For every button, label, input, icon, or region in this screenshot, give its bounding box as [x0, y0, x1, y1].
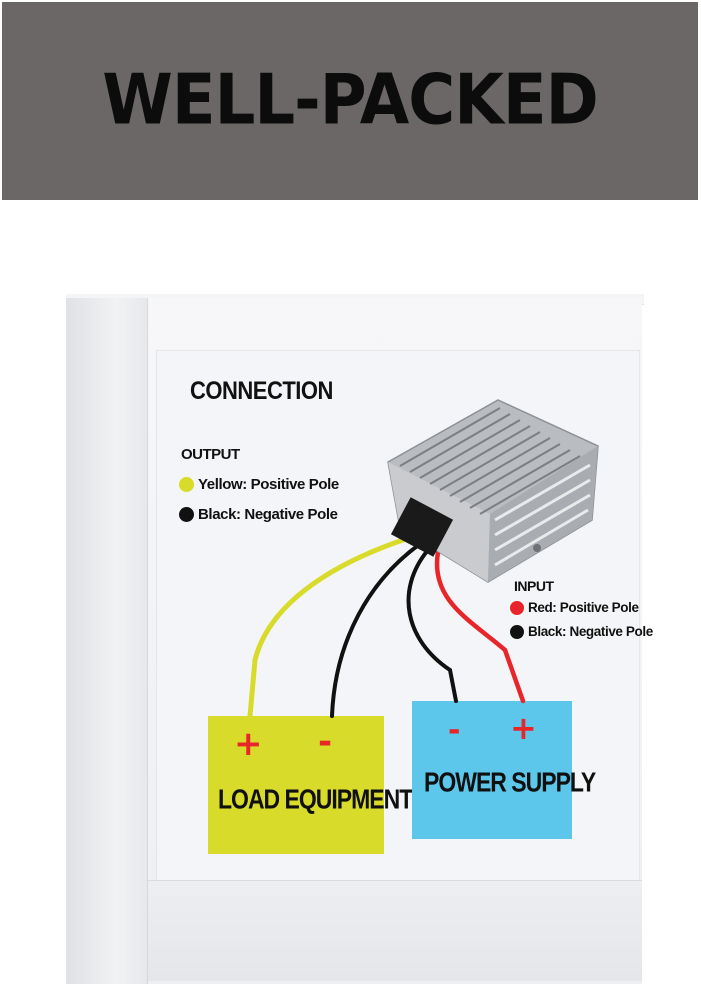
black-input-wire	[406, 548, 458, 703]
banner-text: WELL-PACKED	[102, 61, 598, 141]
input-positive-label: Red: Positive Pole	[528, 600, 639, 615]
banner: WELL-PACKED	[2, 2, 698, 200]
box-side-face	[66, 298, 150, 984]
power-supply-label: POWER SUPPLY	[424, 766, 596, 798]
yellow-output-wire	[247, 534, 415, 719]
output-positive-legend: Yellow: Positive Pole	[179, 476, 339, 493]
yellow-dot-icon	[179, 477, 194, 492]
output-heading: OUTPUT	[181, 446, 240, 463]
output-negative-legend: Black: Negative Pole	[179, 506, 338, 523]
power-supply-box: - + POWER SUPPLY	[412, 701, 596, 839]
black-dot-icon	[179, 507, 194, 522]
load-minus-sign: -	[318, 722, 333, 762]
input-negative-legend: Black: Negative Pole	[510, 624, 653, 639]
load-plus-sign: +	[234, 724, 263, 764]
input-negative-label: Black: Negative Pole	[528, 624, 653, 639]
black-dot-icon	[510, 624, 524, 639]
supply-plus-sign: +	[510, 709, 537, 747]
output-positive-label: Yellow: Positive Pole	[198, 476, 339, 493]
supply-minus-sign: -	[448, 713, 461, 748]
connection-title: CONNECTION	[190, 376, 333, 405]
load-equipment-label: LOAD EQUIPMENT	[218, 783, 413, 815]
input-heading: INPUT	[514, 578, 554, 594]
converter-module-icon	[387, 399, 599, 583]
load-equipment-box: + - LOAD EQUIPMENT	[208, 716, 413, 854]
output-negative-label: Black: Negative Pole	[198, 506, 338, 523]
red-input-wire	[434, 549, 526, 704]
input-positive-legend: Red: Positive Pole	[510, 600, 639, 615]
red-dot-icon	[510, 600, 524, 615]
black-output-wire	[330, 542, 422, 718]
box-bottom-band	[148, 880, 642, 981]
